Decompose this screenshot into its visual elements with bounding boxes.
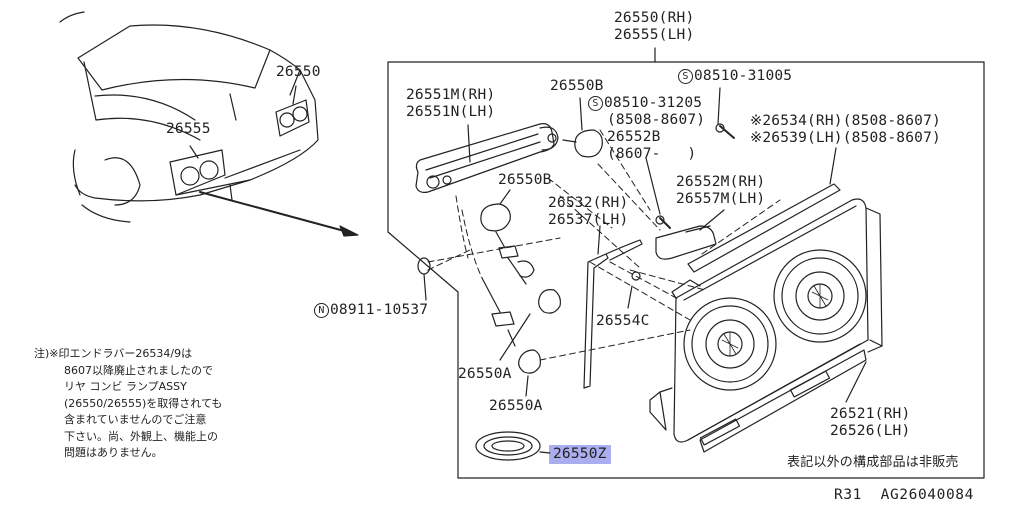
label-car-26550: 26550 [276,64,321,80]
note-line: 含まれていませんのでご注意 [64,413,207,426]
highlight-26550z [549,445,611,464]
label-26534: ※26534(RH)(8508-8607) [750,113,941,129]
end-rubber [687,183,841,273]
label-08510-31205-date: (8508-8607) [607,112,706,128]
label-car-26555: 26555 [166,121,211,137]
label-assy-lh: 26555(LH) [614,27,695,43]
seal-ring [475,431,541,461]
label-26551m: 26551M(RH) [406,87,496,103]
label-26554c: 26554C [596,313,650,329]
note-line: (26550/26555)を取得されても [64,396,223,410]
label-26552b: 26552B [607,129,661,145]
label-26557m: 26557M(LH) [676,191,766,207]
note-line: 注)※印エンドラバー26534/9は [34,347,193,360]
label-26521: 26521(RH) [830,406,911,422]
diagram-frame [387,61,985,479]
sockets [481,231,535,347]
circle-s-badge: S [588,96,603,111]
footer-code: R31 AG26040084 [834,487,974,503]
circle-n-badge: N [314,303,329,318]
label-26550z: 26550Z [553,446,607,462]
label-26552m: 26552M(RH) [676,174,766,190]
label-26550a-2: 26550A [489,398,543,414]
label-26526: 26526(LH) [830,423,911,439]
lamp-lenses [683,249,867,391]
note-line: 下さい。尚、外観上、機能上の [64,429,218,443]
label-26550b-mid: 26550B [498,172,552,188]
label-26537: 26537(LH) [548,212,629,228]
circle-s-badge: S [678,69,693,84]
label-26552b-date: (8607- ) [607,146,697,162]
note-line: 8607以降廃止されましたので [64,363,213,377]
label-not-sold: 表記以外の構成部品は非販売 [787,455,959,470]
bulbs [480,97,603,397]
label-26550a-1: 26550A [458,366,512,382]
car-sketch [59,11,319,223]
lamp-base [415,123,559,193]
lamp-housing [649,198,883,453]
note-line: リヤ コンビ ランプASSY [64,380,187,393]
note-line: 問題はありません。 [64,446,163,459]
label-26532: 26532(RH) [548,195,629,211]
label-26550b-top: 26550B [550,78,604,94]
footnote: 注)※印エンドラバー26534/9は 8607以降廃止されましたので リヤ コン… [34,346,222,462]
label-26551n: 26551N(LH) [406,104,496,120]
label-assy-rh: 26550(RH) [614,10,695,26]
label-26539: ※26539(LH)(8508-8607) [750,130,941,146]
